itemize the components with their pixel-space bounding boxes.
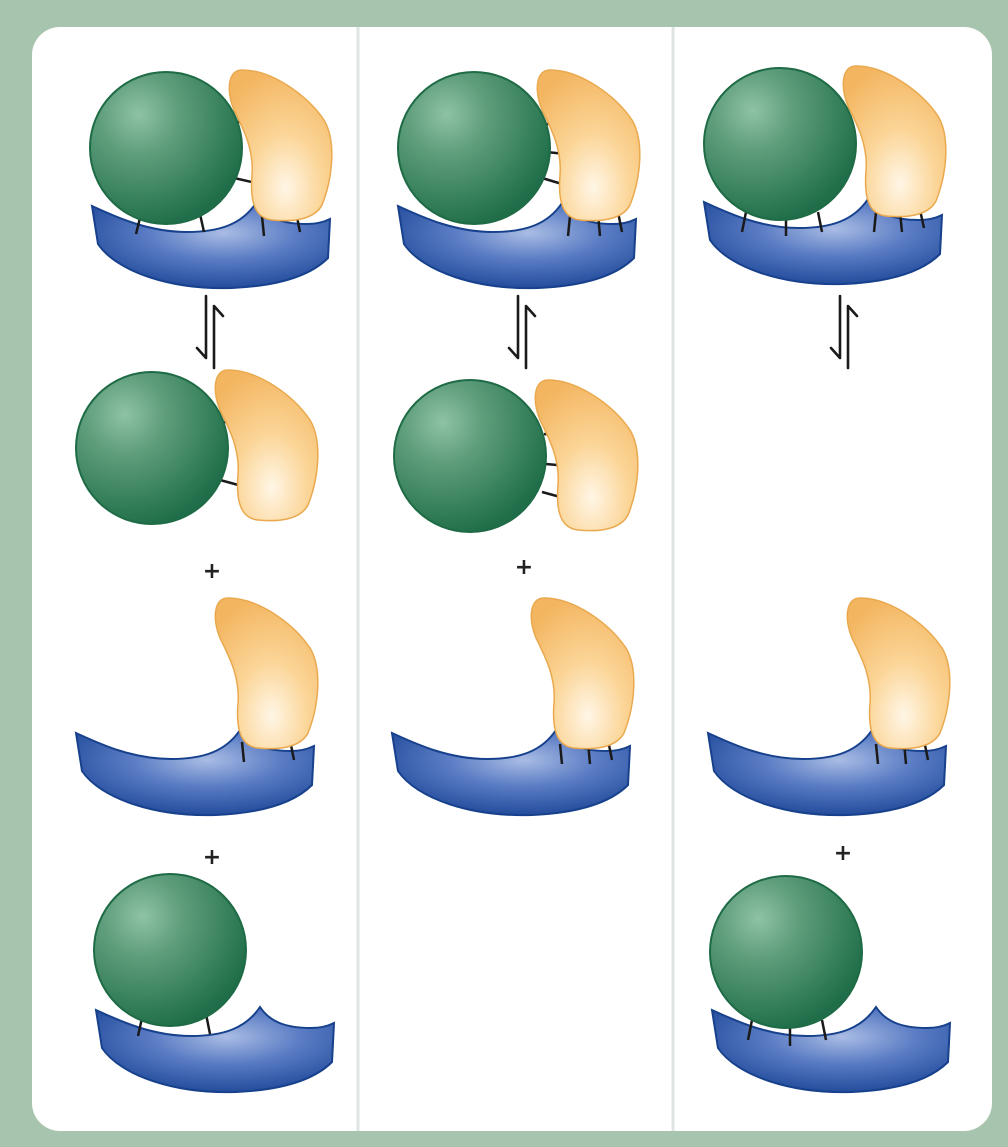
sphere-shape: [394, 380, 546, 532]
sphere-shape: [704, 68, 856, 220]
plus-sign: +: [203, 559, 221, 584]
sphere-shape: [398, 72, 550, 224]
sphere-shape: [94, 874, 246, 1026]
sphere-blob-pair: [76, 370, 318, 524]
plus-sign: +: [515, 555, 533, 580]
complex-all-three: [90, 70, 332, 288]
sphere-shape: [76, 372, 228, 524]
sphere-blob-pair: [394, 380, 638, 532]
sphere-shape: [90, 72, 242, 224]
plus-sign: +: [834, 841, 852, 866]
sphere-shape: [710, 876, 862, 1028]
plus-sign: +: [203, 845, 221, 870]
complex-all-three: [704, 66, 946, 284]
complex-all-three: [398, 70, 640, 288]
